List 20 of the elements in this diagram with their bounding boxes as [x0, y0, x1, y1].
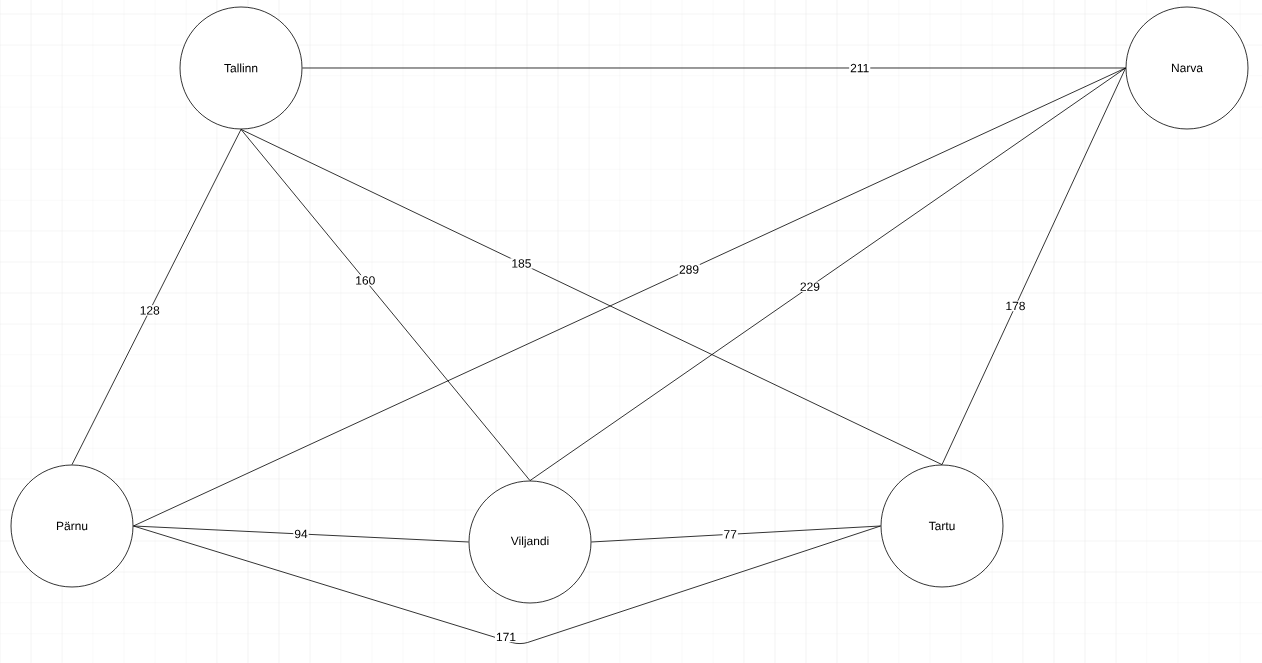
edge-label: 211	[849, 62, 871, 74]
connector-line	[529, 67, 1126, 481]
connector-line	[240, 129, 943, 465]
edge-label: 171	[495, 631, 517, 643]
connector-line	[240, 129, 531, 481]
edge-label: 160	[354, 275, 377, 286]
edge-label: 185	[510, 258, 533, 269]
connector-line	[71, 129, 242, 465]
connector-line	[941, 67, 1126, 465]
edge-label: 289	[678, 264, 701, 275]
connector-line	[133, 67, 1126, 527]
connector-line	[133, 525, 469, 543]
edge-label: 128	[138, 305, 161, 316]
edge-label: 229	[798, 281, 821, 292]
connector-line	[133, 525, 881, 644]
edge-label: 94	[293, 528, 309, 540]
edge-label: 77	[722, 529, 738, 540]
connector-line	[591, 525, 881, 543]
edge-label: 178	[1004, 300, 1027, 312]
connector-line	[302, 67, 1126, 69]
